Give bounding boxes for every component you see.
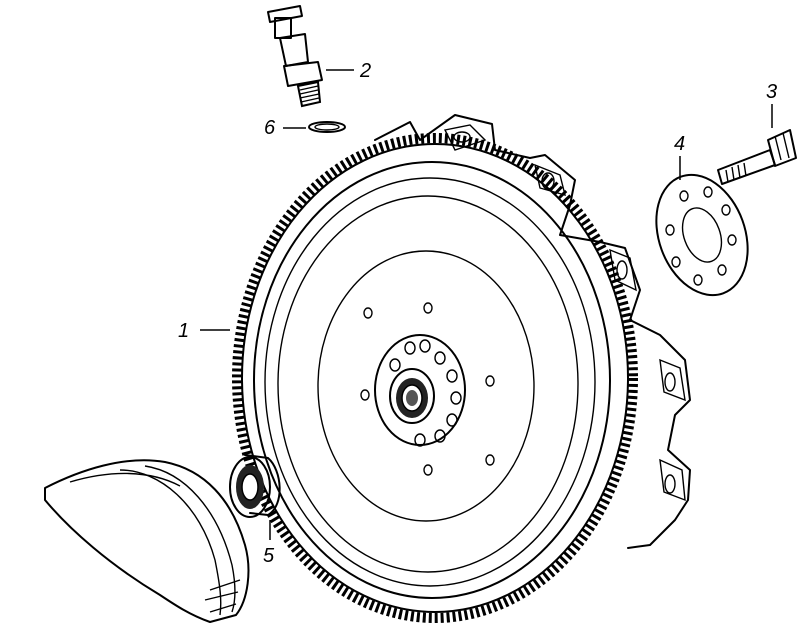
callout-label-5: 5 [263,545,275,567]
callout-6: 6 [264,117,306,139]
callout-label-4: 4 [674,133,685,155]
callout-label-3: 3 [766,81,777,103]
callout-label-1: 1 [178,320,189,342]
bolt-part-3 [717,129,797,185]
callout-2: 2 [326,60,371,82]
flywheel [232,133,638,623]
callout-label-6: 6 [264,117,276,139]
bearing-part-5 [229,454,281,518]
pin-part-2 [267,5,323,108]
flywheel-housing [374,114,691,549]
o-ring-part-6 [308,121,346,133]
washer-plate-part-4 [655,173,749,297]
crankshaft-flange [44,459,250,623]
callout-label-2: 2 [359,60,371,82]
callout-5: 5 [263,520,275,567]
callout-1: 1 [178,320,230,342]
callout-3: 3 [766,81,777,128]
callout-4: 4 [674,133,685,180]
